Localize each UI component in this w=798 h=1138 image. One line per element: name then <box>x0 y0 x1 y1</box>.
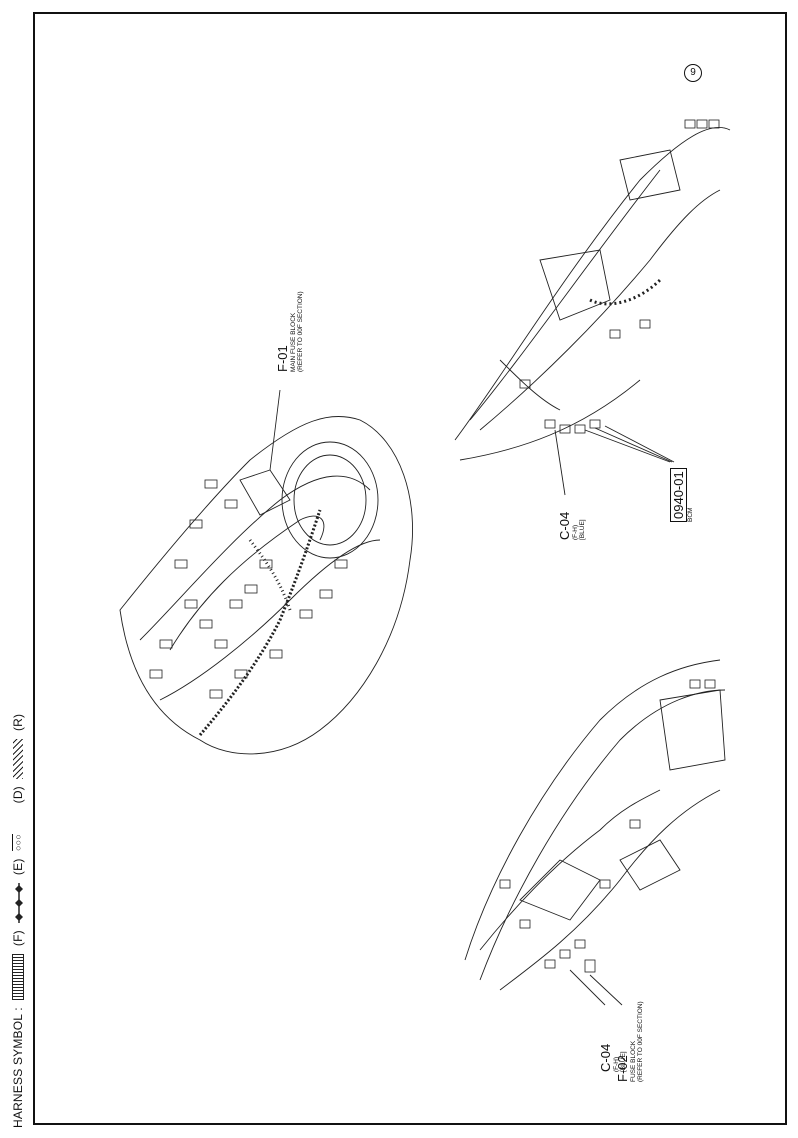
callout-f01-code: F-01 <box>275 345 290 372</box>
harness-symbol-r <box>12 738 23 779</box>
legend-d-code: (D) <box>10 786 25 804</box>
marker-9-circle: 9 <box>684 64 702 82</box>
legend-f-code: (F) <box>10 930 25 947</box>
callout-c04-left-code: C-04 <box>598 1043 613 1072</box>
callout-f01: F-01 MAIN FUSE BLOCK (REFER TO 00F SECTI… <box>275 291 304 372</box>
callout-f02-line1: FUSE BLOCK <box>630 1040 637 1082</box>
callout-bcm: 0940-01 BCM <box>670 468 694 522</box>
callout-bcm-code: 0940-01 <box>670 468 687 522</box>
instrument-panel-left-view <box>464 659 726 1006</box>
engine-compartment-view <box>119 389 413 755</box>
harness-symbol-legend: HARNESS SYMBOL : (F) (E) ○○○ (D) (R) <box>10 714 25 1128</box>
legend-e-code: (E) <box>10 858 25 876</box>
legend-prefix: HARNESS SYMBOL : <box>10 1007 25 1128</box>
callout-bcm-line1: BCM <box>687 507 694 522</box>
callout-f02: F-02 FUSE BLOCK (REFER TO 00F SECTION) <box>615 1001 644 1082</box>
harness-symbol-d: ○○○ <box>12 834 23 851</box>
instrument-panel-right-view <box>454 119 731 496</box>
callout-f01-line2: (REFER TO 00F SECTION) <box>297 291 304 372</box>
diagram-frame <box>33 12 787 1125</box>
callout-c04-right-code: C-04 <box>557 511 572 540</box>
harness-symbol-f <box>11 953 24 1000</box>
callout-f02-code: F-02 <box>615 1055 630 1082</box>
callout-c04-right-line1: (F-H) <box>572 524 579 540</box>
callout-f01-line1: MAIN FUSE BLOCK <box>290 312 297 372</box>
callout-c04-right-line2: [BLUE] <box>579 519 586 540</box>
legend-r-code: (R) <box>10 713 25 732</box>
harness-symbol-e <box>13 882 23 923</box>
callout-f02-line2: (REFER TO 00F SECTION) <box>637 1001 644 1082</box>
callout-c04-right: C-04 (F-H) [BLUE] <box>557 512 586 540</box>
